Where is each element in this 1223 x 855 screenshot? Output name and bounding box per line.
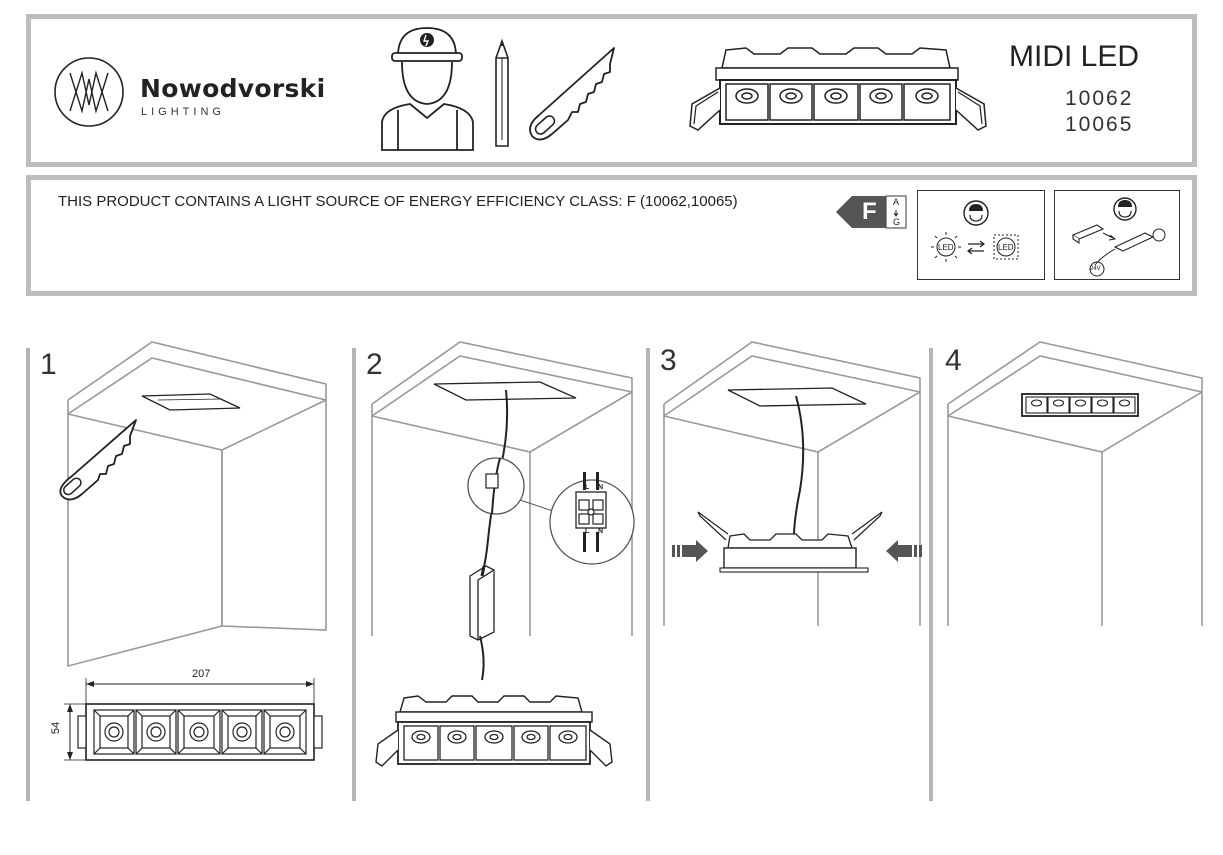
energy-class-statement: THIS PRODUCT CONTAINS A LIGHT SOURCE OF … <box>58 193 738 210</box>
step-2-fixture-illustration <box>375 695 613 767</box>
terminal-label-bottom-l: L <box>585 528 590 535</box>
push-left-arrow-icon <box>672 540 708 562</box>
led-label-1: LED <box>938 243 954 252</box>
step-1-saw-icon <box>59 419 137 501</box>
energy-class-label: F A G <box>836 194 908 230</box>
step-4-installed-illustration <box>947 341 1203 626</box>
terminal-label-top-n: N <box>598 484 604 491</box>
fixture-illustration <box>689 47 987 131</box>
step-divider-3 <box>646 348 650 801</box>
dimension-width: 207 <box>192 668 211 680</box>
energy-panel <box>26 175 1197 296</box>
step-divider-4 <box>929 348 933 801</box>
dimension-height: 54 <box>50 721 63 735</box>
step-number-3: 3 <box>660 344 677 377</box>
step-1-dimension-drawing <box>64 678 323 761</box>
led-label-2: LED <box>998 243 1014 252</box>
energy-class-letter: F <box>862 198 877 225</box>
terminal-label-bottom-n: N <box>598 528 604 535</box>
header-panel <box>26 14 1197 167</box>
model-title: MIDI LED <box>1009 40 1140 73</box>
brand-name: Nowodvorski <box>140 74 326 103</box>
driver-voltage-label: 24V <box>1090 266 1101 272</box>
product-code-1: 10062 <box>1065 87 1134 110</box>
brand-logo-icon <box>54 57 124 127</box>
step-divider-1 <box>26 348 30 801</box>
electrician-icon <box>381 27 474 151</box>
step-3-insert-illustration <box>663 341 921 626</box>
pencil-icon <box>495 38 509 147</box>
step-divider-2 <box>352 348 356 801</box>
push-right-arrow-icon <box>886 540 922 562</box>
product-code-2: 10065 <box>1065 113 1134 136</box>
led-replaceable-box: LED LED <box>917 190 1045 280</box>
energy-scale-top: A <box>893 197 900 207</box>
energy-scale-bottom: G <box>893 217 901 227</box>
terminal-label-top-l: L <box>585 484 590 491</box>
step-number-1: 1 <box>40 348 57 381</box>
step-1-ceiling-cut-illustration <box>67 341 327 668</box>
step-number-2: 2 <box>366 348 383 381</box>
brand-subtitle: LIGHTING <box>141 106 225 118</box>
step-2-wiring-illustration <box>371 341 635 681</box>
step-number-4: 4 <box>945 344 962 377</box>
driver-replaceable-box: 24V <box>1054 190 1180 280</box>
saw-icon <box>529 47 615 141</box>
